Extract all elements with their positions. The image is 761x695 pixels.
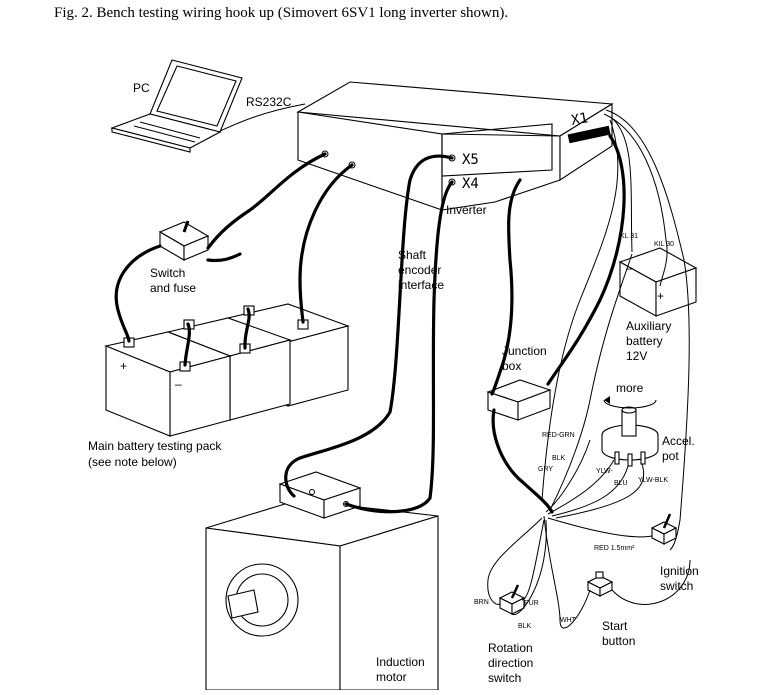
wire-ylw-blk-label: YLW-BLK (638, 477, 668, 484)
rs232c-label: RS232C (246, 95, 292, 109)
start-label-1: Start (602, 619, 628, 633)
wire-blk2-label: BLK (518, 623, 532, 630)
battery-plus-label: + (120, 359, 127, 373)
junction-box-label-1: Junction (502, 344, 547, 358)
main-battery-label-1: Main battery testing pack (88, 439, 222, 453)
x5-label: X5 (462, 152, 479, 168)
inverter-unit (296, 81, 614, 211)
shaft-label-2: encoder (398, 263, 441, 277)
aux-battery-label-3: 12V (626, 349, 647, 363)
toggle-switch-icon (158, 220, 210, 261)
switch-fuse-label-1: Switch (150, 266, 185, 280)
ignition-switch (650, 513, 678, 545)
motor-label-1: Induction (376, 655, 425, 669)
ignition-label-1: Ignition (660, 564, 699, 578)
junction-box (486, 379, 552, 421)
battery-minus-label: – (175, 377, 182, 391)
wire-red-label: RED 1.5mm² (594, 545, 635, 552)
control-wires (487, 109, 691, 629)
push-button-icon (586, 571, 614, 597)
potentiometer-icon (601, 396, 659, 467)
aux-battery-label-2: battery (626, 334, 663, 348)
wire-ylw-label: YLW- (596, 468, 614, 475)
switch-fuse-label-2: and fuse (150, 281, 196, 295)
wire-pur-label: PUR (524, 600, 539, 607)
start-label-2: button (602, 634, 635, 648)
wire-wht-label: WHT (560, 617, 577, 624)
main-battery-label-2: (see note below) (88, 455, 177, 469)
rotation-label-2: direction (488, 656, 533, 670)
shaft-label-1: Shaft (398, 248, 427, 262)
inverter-label: Inverter (446, 203, 487, 217)
figure-caption: Fig. 2. Bench testing wiring hook up (Si… (54, 5, 509, 21)
accel-pot-label-1: Accel. (662, 434, 695, 448)
shaft-label-3: interface (398, 278, 444, 292)
x1-label: X1 (570, 110, 589, 129)
kl31-label: KL 31 (620, 233, 638, 240)
power-cables (114, 134, 626, 514)
rotation-label-3: switch (488, 671, 521, 685)
laptop-icon (110, 59, 243, 153)
battery-icon: + – (104, 303, 350, 437)
auxiliary-battery: – + (618, 247, 698, 317)
rotation-switch (498, 584, 526, 615)
motor-label-2: motor (376, 670, 407, 684)
aux-plus-label: + (657, 289, 664, 303)
aux-battery-label-1: Auxiliary (626, 319, 671, 333)
wire-red-grn-label: RED-GRN (542, 432, 575, 439)
wire-blk-label: BLK (552, 455, 566, 462)
rotation-label-1: Rotation (488, 641, 533, 655)
accel-pot-label-2: pot (662, 449, 679, 463)
junction-box-label-2: box (502, 359, 521, 373)
x4-label: X4 (462, 176, 479, 192)
wire-gry-label: GRY (538, 466, 553, 473)
aux-minus-label: – (626, 261, 633, 275)
ignition-label-2: switch (660, 579, 693, 593)
wire-brn-label: BRN (474, 599, 489, 606)
more-label: more (616, 381, 644, 395)
wire-blu-label: BLU (614, 480, 628, 487)
kil30-label: KIL 30 (654, 241, 674, 248)
pc-label: PC (133, 81, 150, 95)
rs232c-cable (219, 103, 306, 132)
